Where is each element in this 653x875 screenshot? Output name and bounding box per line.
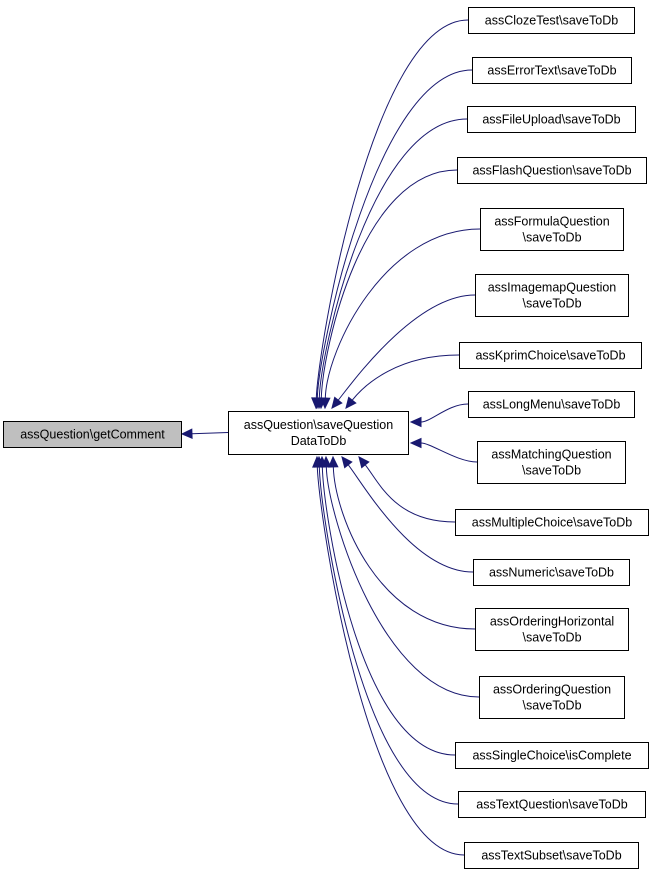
node-multiplechoice[interactable]: assMultipleChoice\saveToDb: [455, 509, 649, 536]
node-kprim-label-line-1: assKprimChoice\saveToDb: [475, 349, 625, 363]
node-longmenu-box: [468, 391, 635, 418]
edge-hub-to-root-arrowhead: [180, 428, 193, 439]
node-errortext-box: [472, 57, 632, 84]
edge-formula-to-hub: [324, 228, 481, 399]
node-matching[interactable]: assMatchingQuestion \saveToDb: [477, 441, 626, 484]
node-imagemap-label-line-2: \saveToDb: [522, 297, 581, 311]
node-multiplechoice-box: [455, 509, 649, 536]
node-numeric-label-line-1: assNumeric\saveToDb: [489, 566, 614, 580]
node-orderingquestion-box: [479, 676, 625, 719]
node-cloze-label-line-1: assClozeTest\saveToDb: [485, 14, 618, 28]
node-orderingquestion-label-line-1: assOrderingQuestion: [493, 683, 611, 697]
edge-singlechoice-to-hub: [321, 466, 456, 756]
node-kprim-box: [459, 342, 642, 369]
node-errortext-label-line-1: assErrorText\saveToDb: [487, 64, 616, 78]
edge-fileupload-to-hub: [318, 118, 468, 399]
edge-textsubset-to-hub: [316, 466, 465, 856]
edge-textquestion-to-hub: [318, 466, 459, 805]
node-matching-label-line-2: \saveToDb: [522, 464, 581, 478]
node-orderingquestion-label-line-2: \saveToDb: [522, 699, 581, 713]
edge-hub-to-root: [191, 432, 229, 435]
node-fileupload[interactable]: assFileUpload\saveToDb: [467, 106, 636, 133]
node-textquestion-box: [458, 791, 646, 818]
edge-longmenu-to-hub-arrowhead: [409, 416, 422, 428]
node-longmenu[interactable]: assLongMenu\saveToDb: [468, 391, 635, 418]
edge-multiplechoice-to-hub: [364, 464, 456, 523]
edge-numeric-to-hub-arrowhead: [341, 456, 353, 469]
edge-orderingquestion-to-hub: [325, 466, 480, 698]
edge-textsubset-to-hub-arrowhead: [312, 455, 323, 468]
node-singlechoice[interactable]: assSingleChoice\isComplete: [455, 742, 649, 769]
edge-formula-to-hub-arrowhead: [320, 397, 331, 410]
node-textsubset-box: [464, 842, 639, 869]
node-flash-label-line-1: assFlashQuestion\saveToDb: [472, 164, 631, 178]
edge-numeric-to-hub: [347, 464, 474, 573]
node-singlechoice-box: [455, 742, 649, 769]
edge-multiplechoice-to-hub-arrowhead: [358, 456, 370, 469]
edge-errortext-to-hub: [316, 69, 473, 399]
node-imagemap-label-line-1: assImagemapQuestion: [488, 281, 617, 295]
node-save-question-data-to-db-label-line-2: DataToDb: [291, 434, 347, 448]
node-formula-label-line-1: assFormulaQuestion: [494, 215, 609, 229]
node-flash-box: [457, 157, 647, 184]
node-imagemap[interactable]: assImagemapQuestion \saveToDb: [475, 274, 629, 317]
node-formula-box: [480, 208, 624, 251]
edge-orderinghorizontal-to-hub-arrowhead: [328, 455, 339, 468]
edge-longmenu-to-hub: [420, 403, 469, 423]
edge-kprim-to-hub-arrowhead: [345, 396, 357, 409]
node-singlechoice-label-line-1: assSingleChoice\isComplete: [472, 749, 631, 763]
edge-kprim-to-hub: [351, 354, 460, 401]
node-textquestion-label-line-1: assTextQuestion\saveToDb: [476, 798, 628, 812]
edge-flash-to-hub: [320, 169, 458, 399]
nodes-layer: assQuestion\getComment assQuestion\saveQu…: [3, 7, 649, 869]
node-flash[interactable]: assFlashQuestion\saveToDb: [457, 157, 647, 184]
node-imagemap-box: [475, 274, 629, 317]
node-orderingquestion[interactable]: assOrderingQuestion \saveToDb: [479, 676, 625, 719]
node-get-comment-label-line-1: assQuestion\getComment: [20, 428, 165, 442]
node-orderinghorizontal-box: [475, 608, 629, 651]
edges-layer: [180, 19, 481, 856]
node-numeric[interactable]: assNumeric\saveToDb: [473, 559, 630, 586]
node-kprim[interactable]: assKprimChoice\saveToDb: [459, 342, 642, 369]
node-longmenu-label-line-1: assLongMenu\saveToDb: [483, 398, 621, 412]
edge-cloze-to-hub: [315, 19, 469, 399]
edge-orderinghorizontal-to-hub: [332, 466, 476, 630]
node-textsubset-label-line-1: assTextSubset\saveToDb: [481, 849, 621, 863]
node-cloze[interactable]: assClozeTest\saveToDb: [468, 7, 635, 34]
node-save-question-data-to-db-box: [228, 411, 409, 455]
edge-matching-to-hub-arrowhead: [409, 437, 422, 449]
node-matching-box: [477, 441, 626, 484]
node-save-question-data-to-db-label-line-1: assQuestion\saveQuestion: [244, 418, 393, 432]
edge-matching-to-hub: [420, 442, 478, 463]
node-fileupload-box: [467, 106, 636, 133]
node-matching-label-line-1: assMatchingQuestion: [491, 448, 611, 462]
node-cloze-box: [468, 7, 635, 34]
node-multiplechoice-label-line-1: assMultipleChoice\saveToDb: [472, 516, 633, 530]
node-fileupload-label-line-1: assFileUpload\saveToDb: [482, 113, 620, 127]
node-formula[interactable]: assFormulaQuestion \saveToDb: [480, 208, 624, 251]
node-textsubset[interactable]: assTextSubset\saveToDb: [464, 842, 639, 869]
node-errortext[interactable]: assErrorText\saveToDb: [472, 57, 632, 84]
node-orderinghorizontal[interactable]: assOrderingHorizontal \saveToDb: [475, 608, 629, 651]
node-formula-label-line-2: \saveToDb: [522, 231, 581, 245]
node-get-comment-box: [3, 421, 182, 448]
node-orderinghorizontal-label-line-2: \saveToDb: [522, 631, 581, 645]
node-numeric-box: [473, 559, 630, 586]
node-textquestion[interactable]: assTextQuestion\saveToDb: [458, 791, 646, 818]
edge-imagemap-to-hub: [337, 294, 476, 401]
node-orderinghorizontal-label-line-1: assOrderingHorizontal: [490, 615, 614, 629]
edge-imagemap-to-hub-arrowhead: [331, 396, 343, 409]
node-get-comment[interactable]: assQuestion\getComment: [3, 421, 182, 448]
